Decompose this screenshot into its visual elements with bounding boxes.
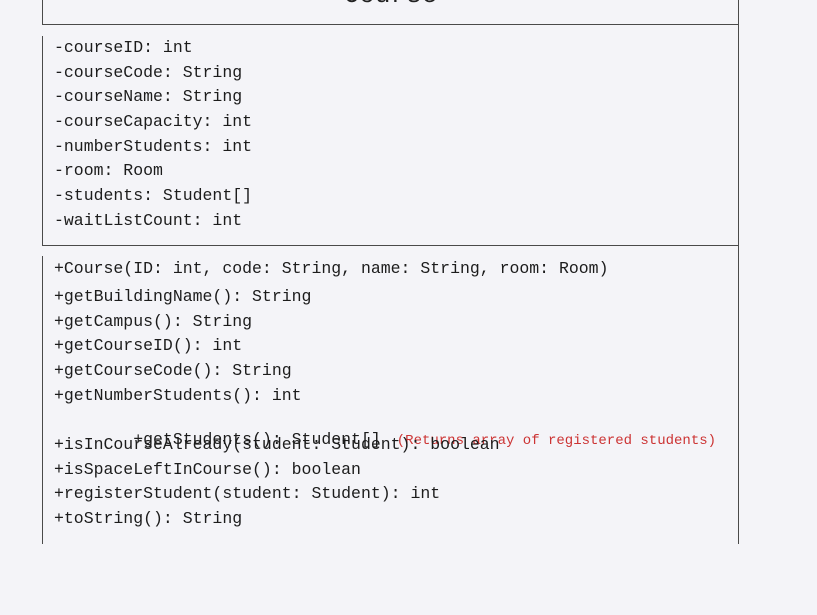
method-item-get-students: +getStudents(): Student[] (Returns array … [54, 410, 716, 471]
method-item: +registerStudent(student: Student): int [54, 484, 441, 503]
class-name-section: Course [42, 0, 739, 24]
attribute-item: -waitListCount: int [54, 211, 243, 230]
left-border-top [42, 0, 43, 24]
attribute-item: -courseCapacity: int [54, 112, 253, 131]
right-border-attributes [738, 24, 739, 245]
right-border-methods [738, 245, 739, 544]
method-item: +isSpaceLeftInCourse(): boolean [54, 460, 361, 479]
method-item: +getCourseCode(): String [54, 361, 292, 380]
method-item: +toString(): String [54, 509, 243, 528]
attribute-item: -numberStudents: int [54, 137, 253, 156]
attribute-item: -students: Student[] [54, 186, 253, 205]
method-text: +getStudents(): Student[] [133, 430, 381, 449]
attribute-item: -courseID: int [54, 38, 193, 57]
uml-class-box: Course -courseID: int -courseCode: Strin… [42, 0, 739, 545]
attribute-item: -room: Room [54, 161, 163, 180]
method-item: +getCourseID(): int [54, 336, 243, 355]
divider-attributes-methods [42, 245, 739, 246]
get-students-note: (Returns array of registered students) [396, 433, 717, 449]
attribute-item: -courseCode: String [54, 63, 243, 82]
method-item: +getBuildingName(): String [54, 287, 312, 306]
method-item: +getCampus(): String [54, 312, 253, 331]
right-border-top [738, 0, 739, 24]
attribute-item: -courseName: String [54, 87, 243, 106]
method-item: +getNumberStudents(): int [54, 386, 302, 405]
class-name: Course [42, 0, 739, 10]
method-item: +isInCourseAlready(student: Student): bo… [54, 435, 500, 454]
divider-name-attributes [42, 24, 739, 25]
method-item: +Course(ID: int, code: String, name: Str… [54, 259, 609, 278]
left-border-attributes [42, 36, 43, 245]
left-border-methods [42, 256, 43, 544]
